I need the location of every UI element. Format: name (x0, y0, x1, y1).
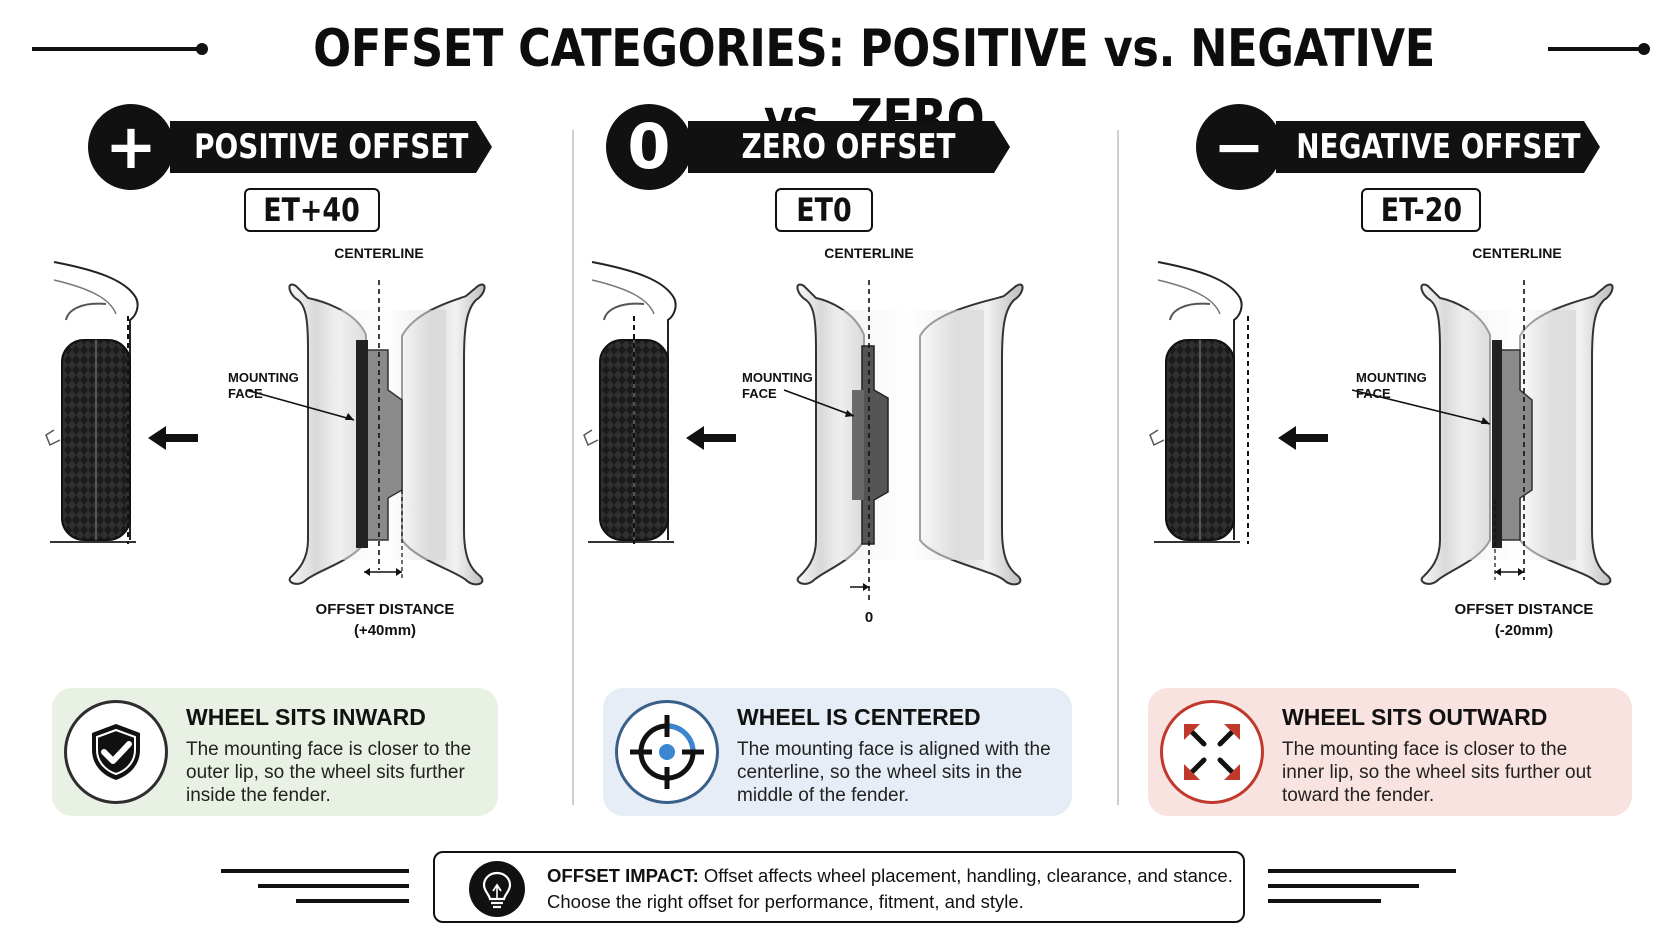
minus-badge-icon: − (1196, 104, 1282, 190)
mounting-face-label-2: FACE (228, 386, 263, 401)
lightbulb-icon (469, 861, 525, 917)
speed-line-right-2 (1268, 884, 1419, 888)
mounting-face-label-1: MOUNTING (1356, 370, 1427, 385)
negative-offset-banner: NEGATIVE OFFSET (1276, 121, 1600, 173)
card-negative: WHEEL SITS OUTWARD The mounting face is … (1148, 688, 1632, 816)
crosshair-target-icon (615, 700, 719, 804)
title-rule-right (1548, 47, 1644, 51)
arrow-left-icon (148, 426, 198, 450)
card-body-negative: The mounting face is closer to the inner… (1282, 739, 1592, 806)
card-zero: WHEEL IS CENTERED The mounting face is a… (603, 688, 1072, 816)
speed-line-left-2 (258, 884, 409, 888)
offset-impact-line2: Choose the right offset for performance,… (547, 891, 1024, 912)
title-row: OFFSET CATEGORIES: POSITIVE vs. NEGATIVE… (0, 14, 1672, 149)
card-title-zero: WHEEL IS CENTERED (737, 704, 981, 730)
card-title-negative: WHEEL SITS OUTWARD (1282, 704, 1548, 730)
speed-line-left-3 (296, 899, 409, 903)
zero-offset-banner: ZERO OFFSET (688, 121, 1010, 173)
centerline-label: CENTERLINE (334, 245, 423, 261)
positive-offset-heading: POSITIVE OFFSET (193, 127, 469, 167)
positive-offset-banner: POSITIVE OFFSET (170, 121, 492, 173)
offset-distance-label: OFFSET DISTANCE (316, 601, 455, 618)
expand-arrows-icon (1160, 700, 1264, 804)
negative-offset-diagram: CENTERLINE MOUNTING FACE OFFSET DISTANCE… (1149, 245, 1614, 639)
et-value-box-negative: ET-20 (1361, 188, 1481, 232)
column-divider-2 (1117, 130, 1119, 805)
title-rule-dot-left (196, 43, 208, 55)
card-body-positive: The mounting face is closer to the outer… (186, 739, 472, 806)
title-rule-dot-right (1638, 43, 1650, 55)
zero-offset-heading: ZERO OFFSET (741, 127, 957, 167)
speed-line-right-1 (1268, 869, 1456, 873)
page-title: OFFSET CATEGORIES: POSITIVE vs. NEGATIVE… (313, 19, 1435, 149)
plus-badge-icon: + (88, 104, 174, 190)
mounting-face-label-2: FACE (742, 386, 777, 401)
centerline-label: CENTERLINE (1472, 245, 1561, 261)
centerline-label: CENTERLINE (824, 245, 913, 261)
wheel-section-icon (288, 283, 486, 586)
mounting-face-label-2: FACE (1356, 386, 1391, 401)
fender-tire-icon (583, 261, 677, 543)
offset-distance-value: (-20mm) (1495, 622, 1553, 639)
offset-distance-value: (+40mm) (354, 622, 416, 639)
offset-impact-box: OFFSET IMPACT: Offset affects wheel plac… (433, 851, 1245, 923)
fender-tire-icon (1149, 261, 1243, 543)
zero-offset-diagram: CENTERLINE MOUNTING FACE 0 (583, 245, 1024, 626)
offset-zero-label: 0 (865, 609, 873, 626)
et-value-positive: ET+40 (263, 191, 361, 229)
negative-offset-heading: NEGATIVE OFFSET (1295, 127, 1581, 167)
mounting-face-label-1: MOUNTING (228, 370, 299, 385)
wheel-section-icon (1420, 283, 1614, 586)
zero-badge-icon: 0 (606, 104, 692, 190)
fender-tire-icon (45, 261, 139, 543)
wheel-section-icon (796, 283, 1024, 586)
card-title-positive: WHEEL SITS INWARD (186, 704, 426, 730)
offset-impact-label: OFFSET IMPACT: (547, 865, 699, 886)
offset-impact-text: OFFSET IMPACT: Offset affects wheel plac… (547, 863, 1237, 915)
et-value-box-positive: ET+40 (244, 188, 380, 232)
title-rule-left (32, 47, 202, 51)
column-divider-1 (572, 130, 574, 805)
shield-check-icon (64, 700, 168, 804)
speed-line-left-1 (221, 869, 409, 873)
et-value-negative: ET-20 (1380, 191, 1462, 229)
speed-line-right-3 (1268, 899, 1381, 903)
card-body-zero: The mounting face is aligned with the ce… (737, 739, 1051, 806)
offset-distance-label: OFFSET DISTANCE (1455, 601, 1594, 618)
arrow-left-icon (1278, 426, 1328, 450)
et-value-zero: ET0 (796, 191, 852, 229)
arrow-left-icon (686, 426, 736, 450)
positive-offset-diagram: CENTERLINE MOUNTING FACE OFFSET DISTANCE… (45, 245, 486, 639)
offset-impact-line1: Offset affects wheel placement, handling… (698, 865, 1233, 886)
mounting-face-label-1: MOUNTING (742, 370, 813, 385)
et-value-box-zero: ET0 (775, 188, 873, 232)
card-positive: WHEEL SITS INWARD The mounting face is c… (52, 688, 498, 816)
